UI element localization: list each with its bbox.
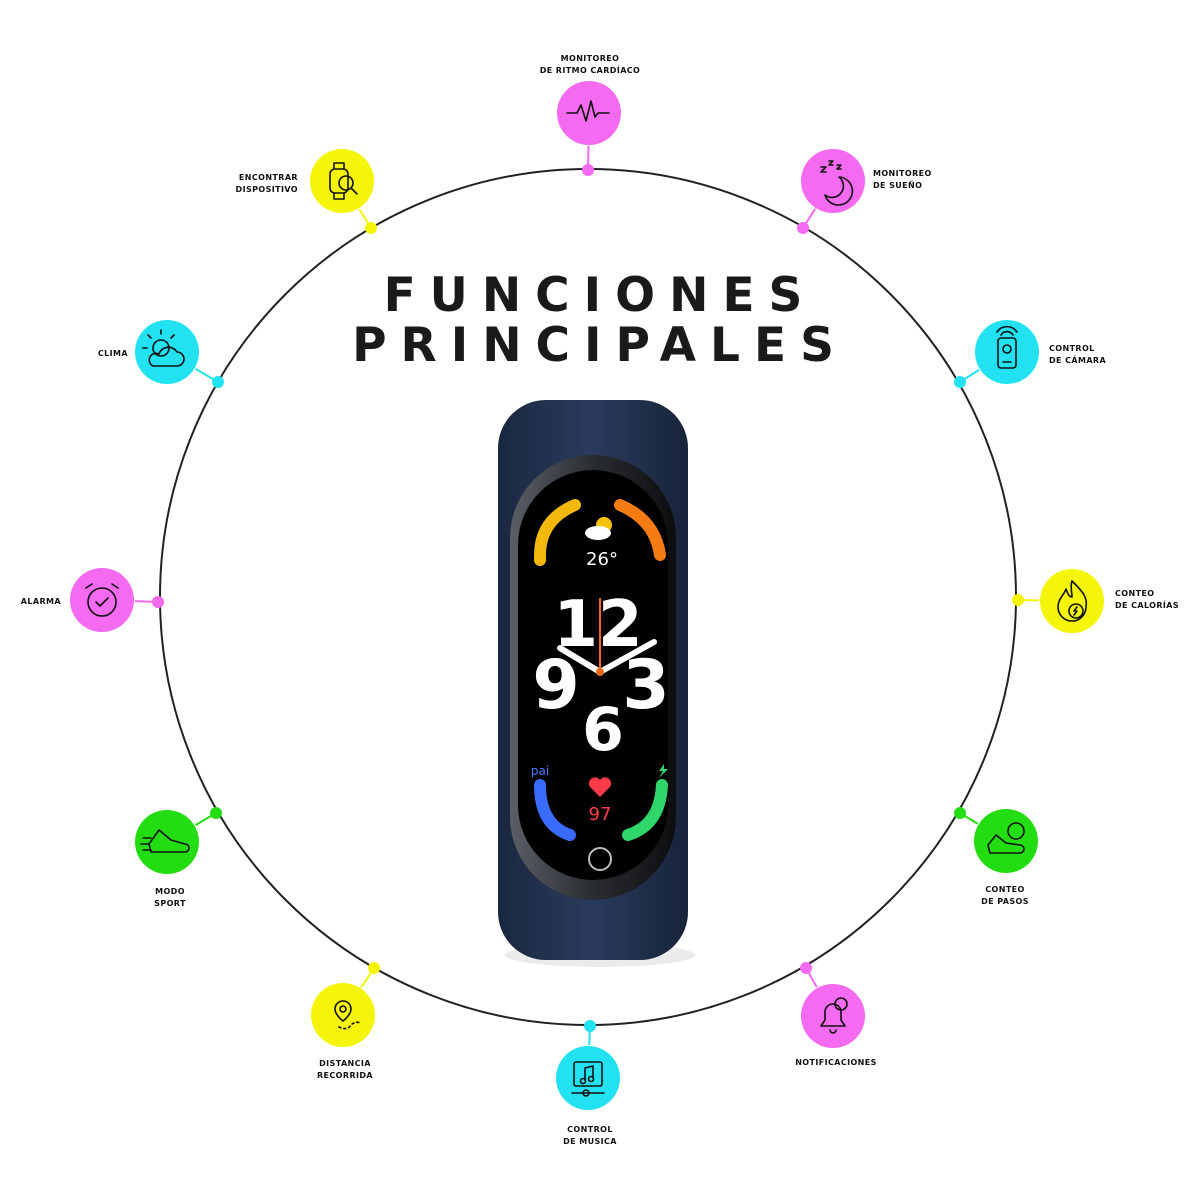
ring-node-dot	[212, 376, 224, 388]
ring-node-dot	[954, 807, 966, 819]
battery-bolt-icon	[659, 764, 668, 778]
ring-node-dot	[954, 376, 966, 388]
hour-hand	[597, 639, 657, 675]
feature-camera	[954, 320, 1039, 388]
smart-band: 26° 12 9 3 6 pai 97	[498, 400, 695, 967]
weather-cloud-icon	[585, 517, 612, 540]
feature-distance	[311, 962, 380, 1047]
watch-numeral-9: 9	[532, 646, 579, 725]
watch-numeral-6: 6	[582, 695, 624, 765]
ring-node-dot	[365, 222, 377, 234]
feature-heart	[557, 81, 621, 176]
ring-node-dot	[584, 1020, 596, 1032]
watch-numeral-3: 3	[622, 646, 669, 725]
label-notifications: NOTIFICACIONES	[795, 1058, 877, 1067]
watch-search-icon	[329, 162, 358, 200]
feature-sleep	[797, 149, 865, 234]
feature-icon-badge	[557, 81, 621, 145]
feature-icon-badge	[975, 320, 1039, 384]
pai-label: pai	[531, 764, 549, 778]
watch-heart-rate: 97	[589, 804, 612, 825]
cloud-sun-icon	[142, 329, 185, 367]
feature-calories	[1012, 569, 1104, 633]
pin-icon	[334, 1000, 362, 1030]
ring-node-dot	[1012, 594, 1024, 606]
minute-hand	[557, 645, 603, 675]
page-title-line2: PRINCIPALES	[352, 318, 848, 373]
feature-icon-badge	[1040, 569, 1104, 633]
feature-alarm	[70, 568, 164, 632]
feature-music	[556, 1020, 620, 1110]
ring-node-dot	[152, 596, 164, 608]
shoe-icon	[987, 822, 1025, 854]
ring-node-dot	[368, 962, 380, 974]
feature-icon-badge	[311, 983, 375, 1047]
feature-icon-badge	[135, 810, 199, 874]
feature-icon-badge	[135, 320, 199, 384]
feature-icon-badge	[974, 809, 1038, 873]
music-icon	[571, 1061, 605, 1097]
feature-icon-badge	[310, 149, 374, 213]
feature-icon-badge	[801, 984, 865, 1048]
label-weather: CLIMA	[97, 349, 128, 358]
alarm-clock-icon	[85, 583, 119, 617]
moon-icon	[820, 160, 854, 206]
ring-node-dot	[797, 222, 809, 234]
band-screen	[518, 470, 668, 880]
watch-temperature: 26°	[586, 549, 618, 570]
bell-icon	[820, 997, 848, 1034]
feature-weather	[135, 320, 224, 388]
flame-icon	[1057, 580, 1088, 622]
label-alarm: ALARMA	[20, 597, 61, 606]
feature-icon-badge	[801, 149, 865, 213]
running-shoe-icon	[140, 829, 190, 853]
ring-node-dot	[800, 962, 812, 974]
home-button[interactable]	[588, 847, 612, 871]
feature-icon-badge	[70, 568, 134, 632]
feature-find	[310, 149, 377, 234]
page-title-line1: FUNCIONES	[383, 268, 817, 323]
remote-icon	[996, 325, 1018, 369]
heart-icon	[588, 777, 612, 797]
ring-node-dot	[210, 807, 222, 819]
feature-notif	[800, 962, 865, 1048]
heartbeat-icon	[566, 100, 610, 122]
ring-node-dot	[582, 164, 594, 176]
feature-steps	[954, 807, 1038, 873]
feature-sport	[135, 807, 222, 874]
